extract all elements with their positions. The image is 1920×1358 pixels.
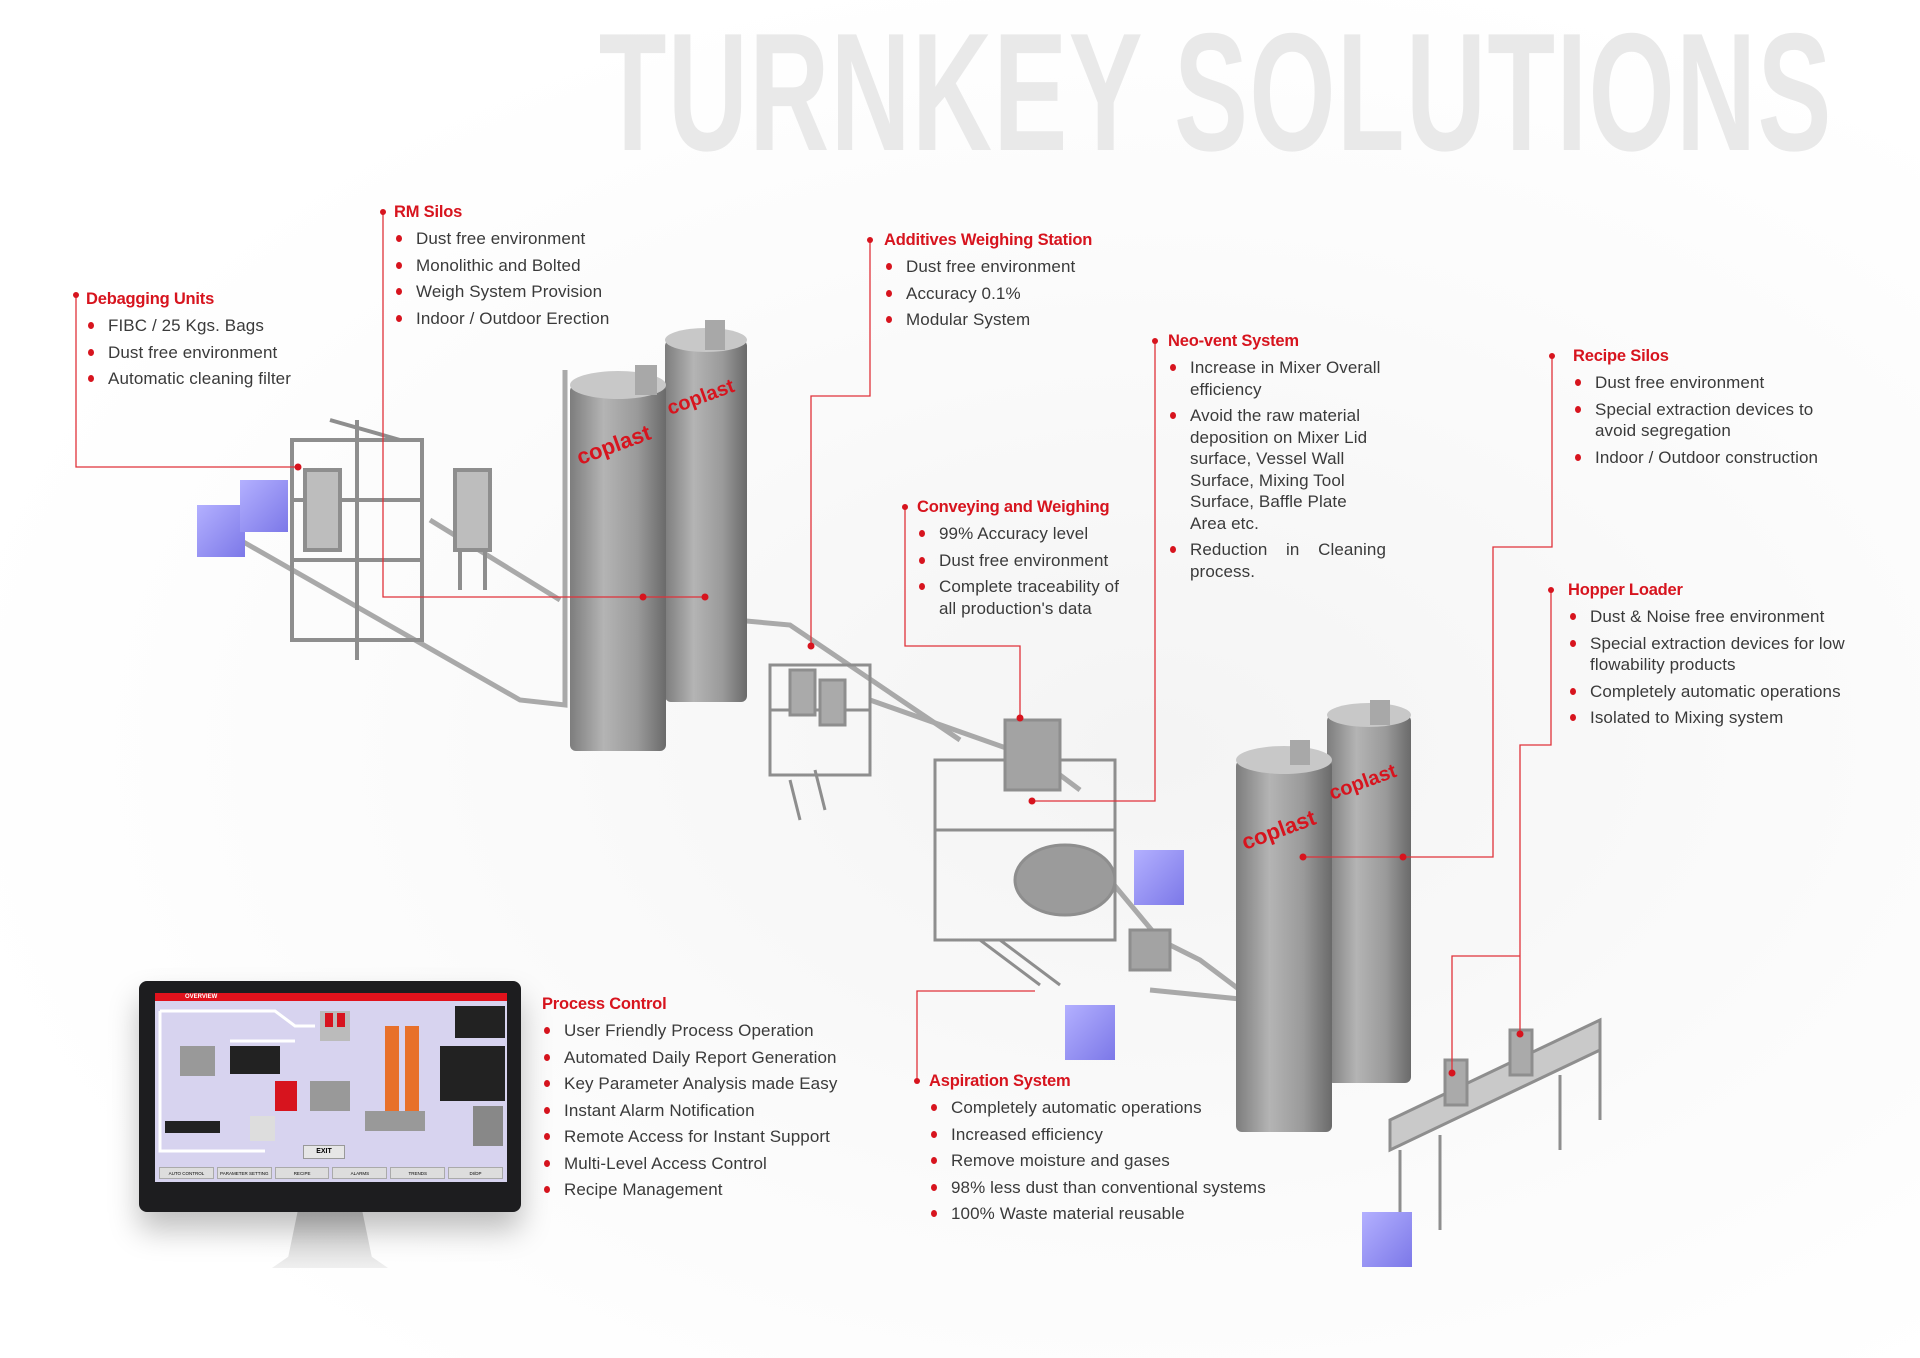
callout-heading: Recipe Silos <box>1573 347 1669 365</box>
callout-process-control: Process Control User Friendly Process Op… <box>542 995 837 1206</box>
callout-heading: Process Control <box>542 995 667 1013</box>
callout-heading: Debagging Units <box>86 290 215 308</box>
feature-item: Increase in Mixer Overall efficiency <box>1168 357 1386 400</box>
feature-item: User Friendly Process Operation <box>542 1020 837 1042</box>
callout-heading: Conveying and Weighing <box>917 498 1110 516</box>
screen-nav-buttons: AUTO CONTROL PARAMETER SETTING RECIPE AL… <box>159 1167 503 1179</box>
additives-weighing-station <box>768 663 872 821</box>
callout-heading: Hopper Loader <box>1568 581 1683 599</box>
callout-recipe-silos: Recipe Silos Dust free environment Speci… <box>1573 347 1843 473</box>
callout-hopper-loader: Hopper Loader Dust & Noise free environm… <box>1568 581 1868 734</box>
callout-conveying-and-weighing: Conveying and Weighing 99% Accuracy leve… <box>917 498 1127 624</box>
screen-nav-button: AUTO CONTROL <box>159 1167 214 1179</box>
feature-item: Remote Access for Instant Support <box>542 1126 837 1148</box>
callout-heading: Aspiration System <box>929 1072 1071 1090</box>
feature-item: Indoor / Outdoor construction <box>1573 447 1843 469</box>
feature-item: Automatic cleaning filter <box>86 368 291 390</box>
debagging-unit <box>290 418 492 660</box>
recipe-silos: coplast coplast <box>1236 700 1411 1132</box>
feature-item: FIBC / 25 Kgs. Bags <box>86 315 291 337</box>
feature-item: Completely automatic operations <box>1568 681 1868 703</box>
feature-item: Dust free environment <box>1573 372 1843 394</box>
feature-item: Special extraction devices to avoid segr… <box>1573 399 1843 442</box>
screen-nav-button: ALARMS <box>332 1167 388 1179</box>
screen-header: OVERVIEW <box>155 993 507 1001</box>
feature-item: Dust free environment <box>884 256 1092 278</box>
scada-monitor: OVERVIEW EXIT AUTO CONTROL PARAMETER SET… <box>139 981 521 1212</box>
cubes <box>197 480 1412 1267</box>
feature-item: 99% Accuracy level <box>917 523 1127 545</box>
feature-item: Special extraction devices for low flowa… <box>1568 633 1868 676</box>
process-mimic-diagram <box>158 1006 505 1153</box>
feature-item: Automated Daily Report Generation <box>542 1047 837 1069</box>
feature-item: 100% Waste material reusable <box>929 1203 1266 1225</box>
screen-nav-button: PARAMETER SETTING <box>216 1167 272 1179</box>
feature-item: Completely automatic operations <box>929 1097 1266 1119</box>
feature-item: Instant Alarm Notification <box>542 1100 837 1122</box>
feature-item: Complete traceability of all production'… <box>917 576 1127 619</box>
feature-item: Modular System <box>884 309 1092 331</box>
callout-rm-silos: RM Silos Dust free environment Monolithi… <box>394 203 609 334</box>
scada-screen: OVERVIEW EXIT AUTO CONTROL PARAMETER SET… <box>155 993 507 1182</box>
feature-item: Reduction in Cleaning process. <box>1168 539 1386 582</box>
feature-item: Dust & Noise free environment <box>1568 606 1868 628</box>
feature-item: 98% less dust than conventional systems <box>929 1177 1266 1199</box>
feature-item: Multi-Level Access Control <box>542 1153 837 1175</box>
feature-item: Dust free environment <box>394 228 609 250</box>
feature-item: Weigh System Provision <box>394 281 609 303</box>
screen-nav-button: TRENDS <box>390 1167 446 1179</box>
feature-item: Increased efficiency <box>929 1124 1266 1146</box>
feature-item: Monolithic and Bolted <box>394 255 609 277</box>
callout-neo-vent-system: Neo-vent System Increase in Mixer Overal… <box>1168 332 1386 587</box>
callout-debagging-units: Debagging Units FIBC / 25 Kgs. Bags Dust… <box>86 290 291 395</box>
screen-exit-button: EXIT <box>303 1145 345 1159</box>
callout-heading: Additives Weighing Station <box>884 231 1093 249</box>
screen-nav-button: RECIPE <box>274 1167 330 1179</box>
feature-item: Key Parameter Analysis made Easy <box>542 1073 837 1095</box>
hopper-loader-platform <box>1388 1017 1602 1230</box>
rm-silos: coplast coplast <box>570 320 747 751</box>
feature-item: Remove moisture and gases <box>929 1150 1266 1172</box>
feature-item: Isolated to Mixing system <box>1568 707 1868 729</box>
callout-additives-weighing-station: Additives Weighing Station Dust free env… <box>884 231 1092 336</box>
feature-item: Accuracy 0.1% <box>884 283 1092 305</box>
callout-aspiration-system: Aspiration System Completely automatic o… <box>929 1072 1266 1230</box>
mixer-tower <box>933 718 1172 987</box>
feature-item: Dust free environment <box>86 342 291 364</box>
feature-item: Recipe Management <box>542 1179 837 1201</box>
callout-heading: RM Silos <box>394 203 463 221</box>
feature-item: Indoor / Outdoor Erection <box>394 308 609 330</box>
feature-item: Avoid the raw material deposition on Mix… <box>1168 405 1386 534</box>
feature-item: Dust free environment <box>917 550 1127 572</box>
callout-heading: Neo-vent System <box>1168 332 1299 350</box>
screen-nav-button: DI/DP <box>448 1167 503 1179</box>
